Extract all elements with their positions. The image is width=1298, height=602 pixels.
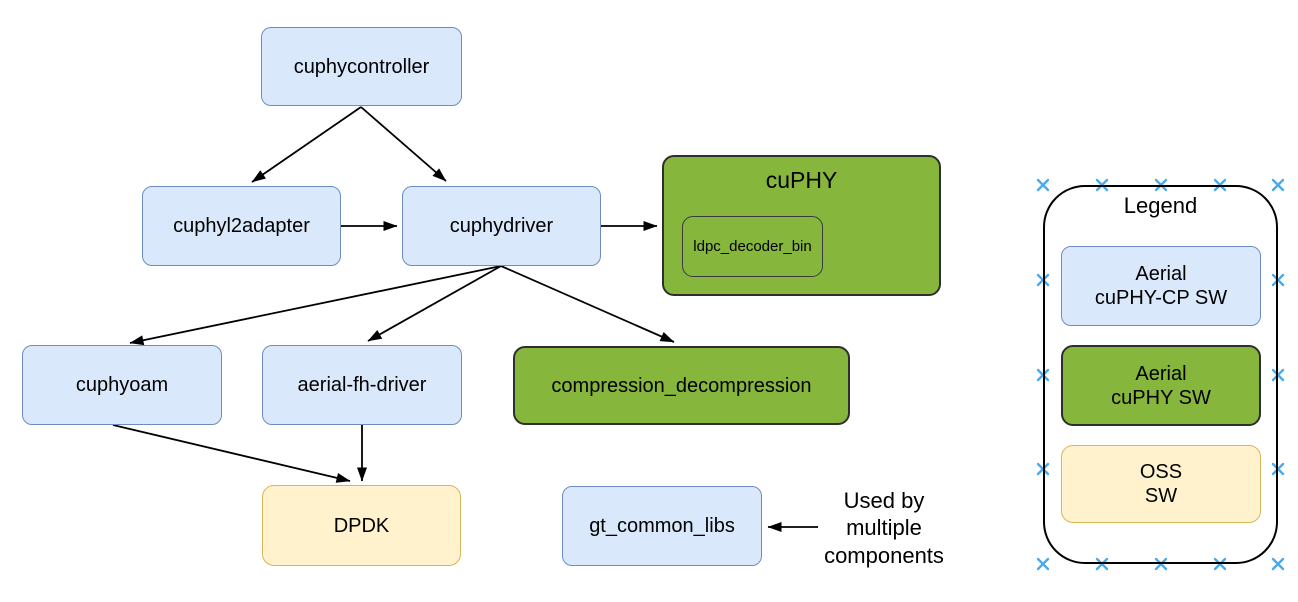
node-cuphycontroller[interactable]: cuphycontroller (261, 27, 462, 106)
node-label: cuphyl2adapter (173, 215, 310, 237)
node-cuphy[interactable]: cuPHY ldpc_decoder_bin (662, 155, 941, 296)
legend-item-label: Aerial cuPHY-CP SW (1094, 263, 1228, 309)
edge-cuphyoam-dpdk (112, 424, 351, 483)
node-dpdk[interactable]: DPDK (262, 485, 461, 566)
node-compression-decompression[interactable]: compression_decompression (513, 346, 850, 425)
node-label: compression_decompression (551, 374, 812, 397)
legend-item-aerial-cuphy-cp-sw[interactable]: Aerial cuPHY-CP SW (1061, 246, 1261, 326)
node-cuphydriver[interactable]: cuphydriver (402, 186, 601, 266)
legend-item-label: Aerial cuPHY SW (1111, 362, 1211, 409)
node-aerial-fh-driver[interactable]: aerial-fh-driver (262, 345, 462, 425)
node-label: gt_common_libs (589, 515, 735, 537)
edge-cuphydriver-cuphyoam (129, 265, 502, 346)
node-label: ldpc_decoder_bin (693, 237, 812, 255)
edge-cuphycontroller-cuphyl2adapter (251, 106, 362, 183)
legend-item-aerial-cuphy-sw[interactable]: Aerial cuPHY SW (1061, 345, 1261, 426)
node-label: cuphyoam (75, 374, 169, 396)
legend-item-oss-sw[interactable]: OSS SW (1061, 445, 1261, 523)
legend-title: Legend (1123, 193, 1198, 218)
node-label: cuphycontroller (293, 55, 430, 78)
node-gt-common-libs[interactable]: gt_common_libs (562, 486, 762, 566)
edge-cuphycontroller-cuphydriver (360, 106, 447, 182)
node-cuphyl2adapter[interactable]: cuphyl2adapter (142, 186, 341, 266)
node-label: DPDK (333, 514, 390, 537)
node-label: cuphydriver (449, 215, 554, 237)
node-ldpc-decoder-bin[interactable]: ldpc_decoder_bin (682, 216, 823, 277)
node-label: aerial-fh-driver (297, 374, 427, 396)
cuphy-group-title: cuPHY (765, 167, 838, 193)
edge-cuphydriver-compression (500, 265, 675, 343)
edge-cuphydriver-aerial-fh-driver (367, 265, 502, 342)
legend-item-label: OSS SW (1139, 461, 1183, 507)
used-by-annotation: Used by multiple components (824, 488, 944, 568)
node-cuphyoam[interactable]: cuphyoam (22, 345, 222, 425)
legend-frame[interactable] (1043, 185, 1278, 564)
